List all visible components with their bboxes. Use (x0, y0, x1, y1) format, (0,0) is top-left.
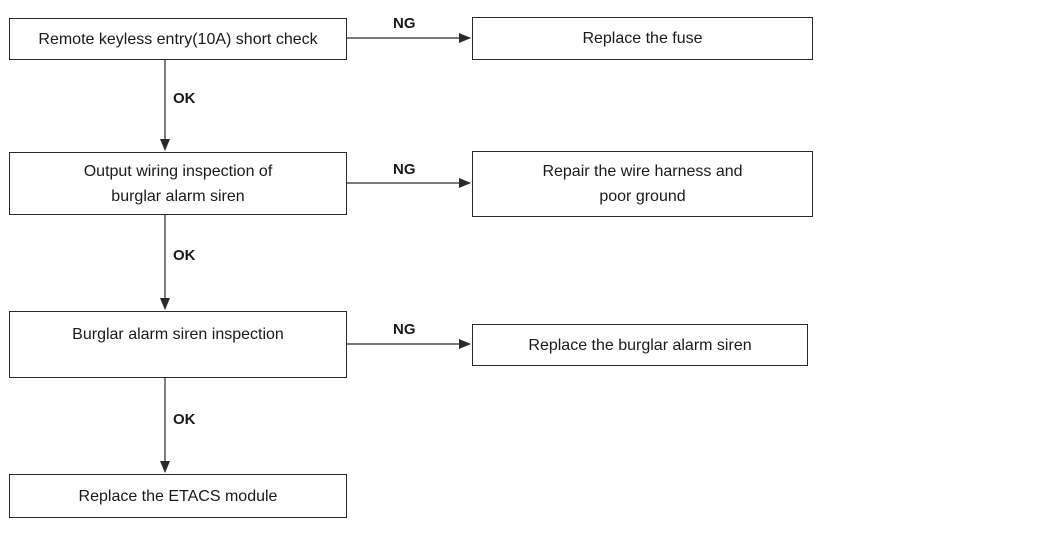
final-action-text: Replace the ETACS module (78, 487, 278, 505)
final-action-box: Replace the ETACS module (9, 474, 347, 518)
ng-action-box-replace-fuse: Replace the fuse (472, 17, 813, 60)
ng-action-box-replace-siren: Replace the burglar alarm siren (472, 324, 808, 366)
check-text-output-wiring: Output wiring inspection of burglar alar… (83, 162, 273, 205)
check-text-siren-inspection: Burglar alarm siren inspection (72, 326, 284, 343)
ng-action-text-repair-harness: Repair the wire harness and poor ground (542, 163, 743, 205)
check-text-keyless-short: Remote keyless entry(10A) short check (38, 30, 318, 48)
ok-label-3: OK (173, 411, 196, 428)
check-box-keyless-short: Remote keyless entry(10A) short check (9, 18, 347, 60)
ng-action-text-replace-fuse: Replace the fuse (582, 30, 703, 47)
ng-label-1: NG (393, 15, 416, 32)
check-box-siren-inspection: Burglar alarm siren inspection (9, 311, 347, 378)
ng-action-box-repair-harness: Repair the wire harness and poor ground (472, 151, 813, 217)
ng-action-text-replace-siren: Replace the burglar alarm siren (528, 336, 752, 354)
check-box-output-wiring: Output wiring inspection of burglar alar… (9, 152, 347, 215)
ng-label-3: NG (393, 321, 416, 338)
ng-label-2: NG (393, 161, 416, 178)
ok-label-1: OK (173, 90, 196, 107)
ok-label-2: OK (173, 247, 196, 264)
